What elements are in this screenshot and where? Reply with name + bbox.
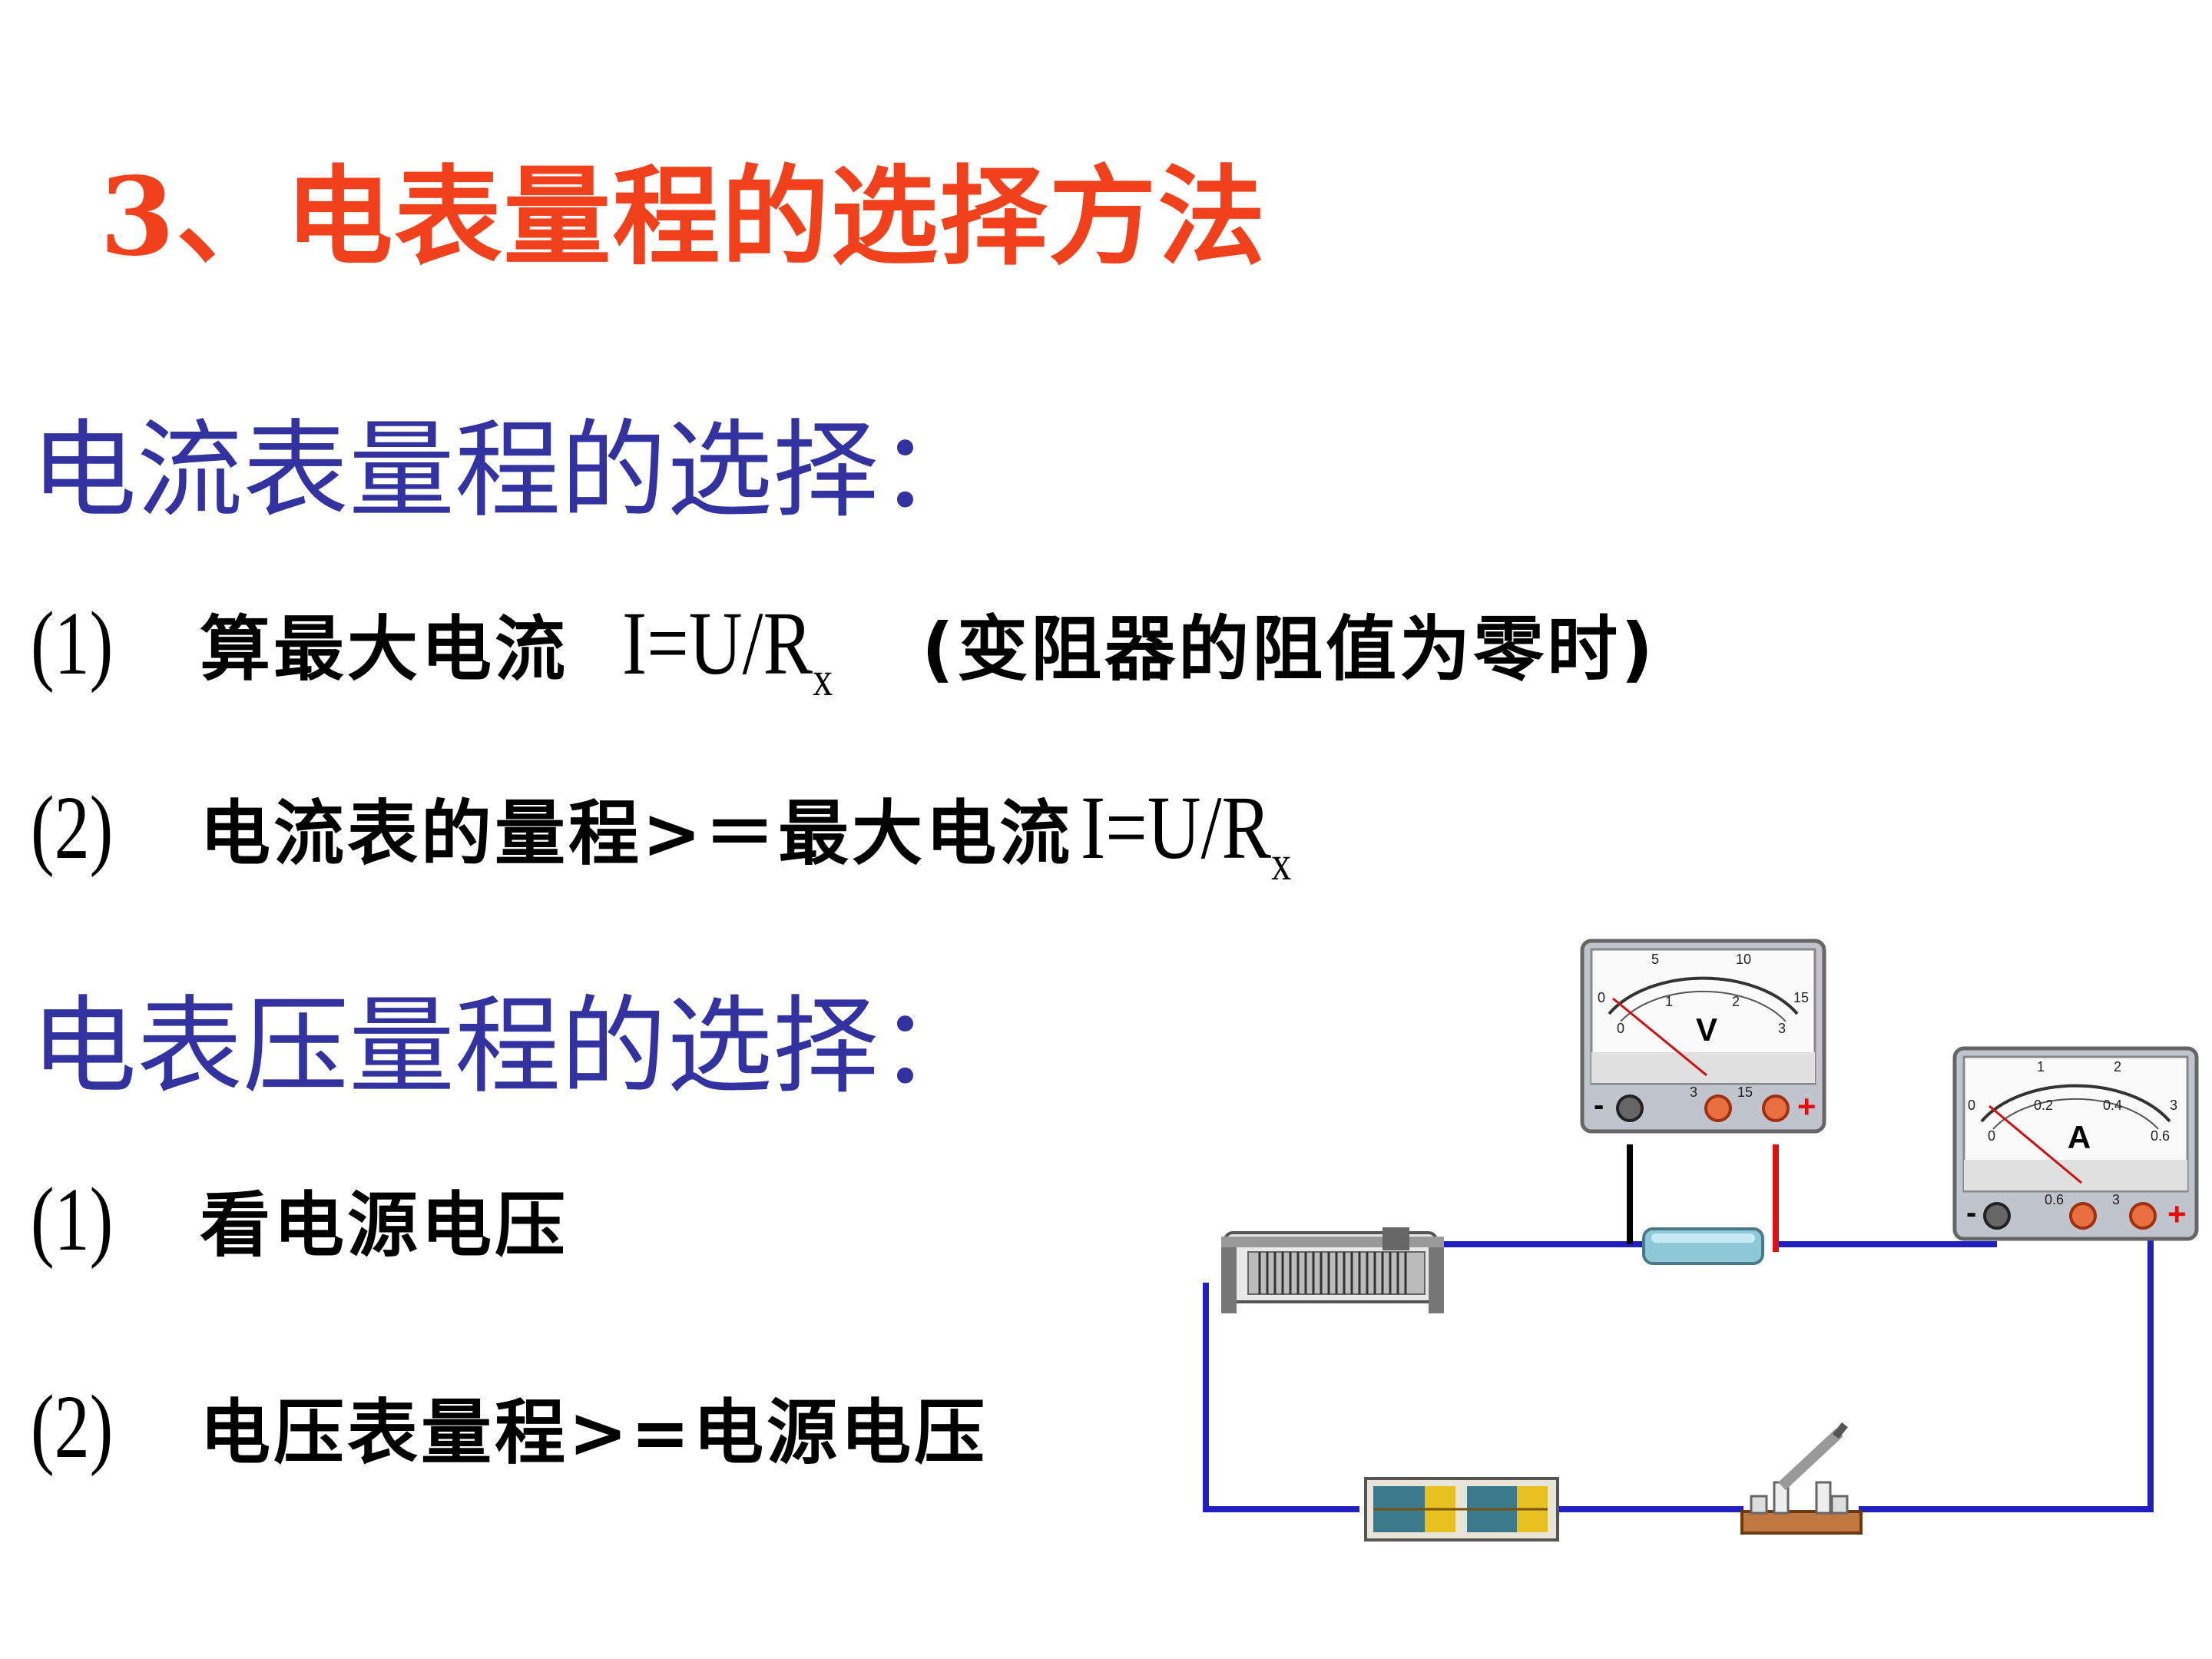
voltmeter-needle bbox=[1612, 997, 1707, 1077]
ammeter-terminal-label: 0.6 bbox=[2045, 1192, 2064, 1207]
formula-subscript: x bbox=[1271, 836, 1292, 890]
voltmeter-scale-inner: 2 bbox=[1732, 994, 1740, 1009]
voltmeter: V 0 5 10 15 0 1 2 3 3 15 - + bbox=[1580, 939, 1826, 1134]
voltmeter-scale-inner: 0 bbox=[1617, 1021, 1624, 1036]
item-text: 看电源电压 bbox=[200, 1184, 569, 1267]
voltmeter-scale-outer: 5 bbox=[1651, 952, 1659, 967]
ammeter-symbol: A bbox=[2068, 1119, 2091, 1155]
ammeter-scale-inner: 0.2 bbox=[2034, 1098, 2053, 1113]
knife-switch bbox=[1740, 1422, 1863, 1535]
voltmeter-negative-terminal bbox=[1616, 1094, 1644, 1122]
voltmeter-15v-terminal bbox=[1762, 1094, 1790, 1122]
slide-heading: 3、电表量程的选择方法 bbox=[100, 154, 1267, 280]
item-prefix: (2) bbox=[31, 777, 114, 878]
ammeter-scale-inner: 0 bbox=[1988, 1128, 1995, 1144]
ammeter-scale-outer: 3 bbox=[2170, 1098, 2177, 1113]
voltmeter-symbol: V bbox=[1696, 1012, 1717, 1048]
item-prefix: (1) bbox=[31, 593, 114, 694]
ammeter-needle bbox=[1988, 1104, 2082, 1184]
formula-subscript: x bbox=[813, 651, 833, 706]
rheostat bbox=[1221, 1227, 1444, 1313]
voltmeter-terminal-label: 15 bbox=[1737, 1084, 1753, 1100]
ammeter-terminal-label: 3 bbox=[2112, 1192, 2120, 1207]
item-text: 算最大电流 bbox=[200, 608, 569, 690]
ammeter-scale-inner: 0.4 bbox=[2103, 1098, 2122, 1113]
voltmeter-scale-outer: 10 bbox=[1736, 952, 1751, 967]
voltmeter-scale-inner: 3 bbox=[1778, 1021, 1786, 1036]
ammeter-minus: - bbox=[1966, 1196, 1976, 1230]
current-meter-section-title: 电流表量程的选择： bbox=[31, 409, 985, 532]
resistor bbox=[1642, 1227, 1764, 1265]
formula-main: I=U/R bbox=[622, 593, 813, 694]
ammeter: A 0 1 2 3 0 0.2 0.4 0.6 0.6 3 - + bbox=[1952, 1046, 2199, 1241]
voltmeter-3v-terminal bbox=[1704, 1094, 1732, 1122]
voltage-item-1: (1) 看电源电压 bbox=[31, 1167, 568, 1272]
formula: I=U/Rx bbox=[622, 591, 833, 707]
ammeter-negative-terminal bbox=[1983, 1202, 2011, 1230]
current-item-2: (2) 电流表的量程>＝最大电流 I=U/Rx bbox=[31, 776, 1338, 892]
ammeter-scale-outer: 0 bbox=[1968, 1098, 1975, 1113]
voltage-meter-section-title: 电表压量程的选择： bbox=[31, 985, 985, 1108]
ammeter-3a-terminal bbox=[2129, 1202, 2157, 1230]
voltmeter-terminal-label: 3 bbox=[1690, 1084, 1697, 1100]
ammeter-plus: + bbox=[2167, 1196, 2187, 1232]
voltmeter-scale-outer: 0 bbox=[1598, 990, 1605, 1005]
item-prefix: (2) bbox=[31, 1376, 114, 1477]
item-tail: (变阻器的阻值为零时) bbox=[922, 608, 1657, 690]
ammeter-scale-inner: 0.6 bbox=[2151, 1128, 2170, 1144]
formula-main: I=U/R bbox=[1081, 777, 1272, 878]
circuit-wires bbox=[1203, 1214, 2154, 1512]
ammeter-scale-outer: 2 bbox=[2114, 1059, 2121, 1075]
voltmeter-plus: + bbox=[1797, 1088, 1816, 1124]
ammeter-0.6a-terminal bbox=[2069, 1202, 2097, 1230]
voltmeter-minus: - bbox=[1594, 1088, 1604, 1122]
item-text: 电压表量程>=电源电压 bbox=[200, 1392, 988, 1474]
ammeter-scale-outer: 1 bbox=[2037, 1059, 2045, 1075]
voltage-item-2: (2) 电压表量程>=电源电压 bbox=[31, 1375, 988, 1479]
formula: I=U/Rx bbox=[1081, 776, 1291, 892]
current-item-1: (1) 算最大电流 I=U/Rx (变阻器的阻值为零时) bbox=[31, 591, 1656, 707]
item-prefix: (1) bbox=[31, 1169, 114, 1270]
item-text: 电流表的量程>＝最大电流 bbox=[200, 793, 1074, 875]
battery-pack bbox=[1364, 1477, 1559, 1541]
voltmeter-scale-outer: 15 bbox=[1793, 990, 1809, 1005]
voltmeter-scale-inner: 1 bbox=[1665, 994, 1673, 1009]
